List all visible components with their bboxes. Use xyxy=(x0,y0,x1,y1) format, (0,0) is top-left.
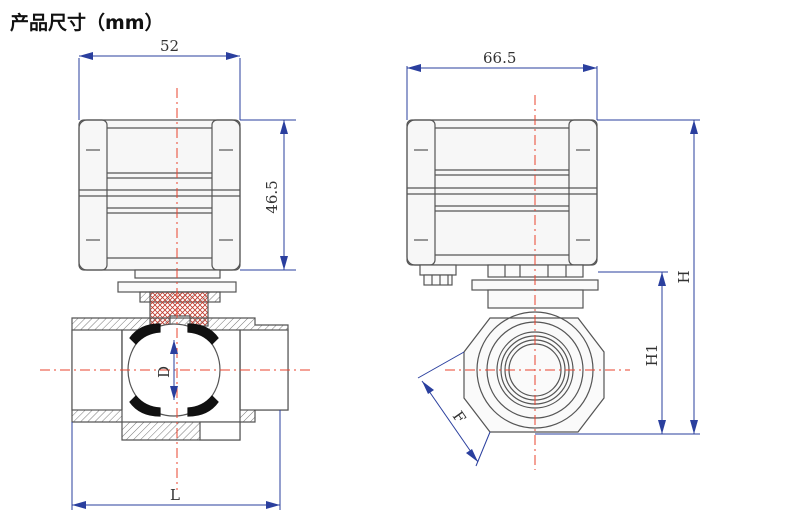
front-centerlines xyxy=(40,88,310,490)
axis-height-label: H1 xyxy=(643,344,661,367)
actuator-height-label: 46.5 xyxy=(263,180,281,213)
front-seats xyxy=(129,323,219,417)
front-valve-body xyxy=(71,317,289,441)
front-dimensions xyxy=(71,52,296,510)
bore-label: D xyxy=(155,366,173,378)
side-dimensions xyxy=(406,64,700,467)
body-length-label: L xyxy=(170,486,180,504)
side-centerlines xyxy=(445,95,630,470)
total-height-label: H xyxy=(675,270,693,283)
side-valve-body xyxy=(463,311,605,433)
front-actuator-housing xyxy=(78,119,241,271)
side-actuator-housing xyxy=(406,119,598,266)
page-title: 产品尺寸（mm） xyxy=(10,12,164,34)
side-cable-gland xyxy=(419,264,457,286)
front-width-label: 52 xyxy=(160,37,179,55)
side-view xyxy=(406,119,605,433)
side-width-label: 66.5 xyxy=(483,49,516,67)
front-view xyxy=(71,119,289,441)
